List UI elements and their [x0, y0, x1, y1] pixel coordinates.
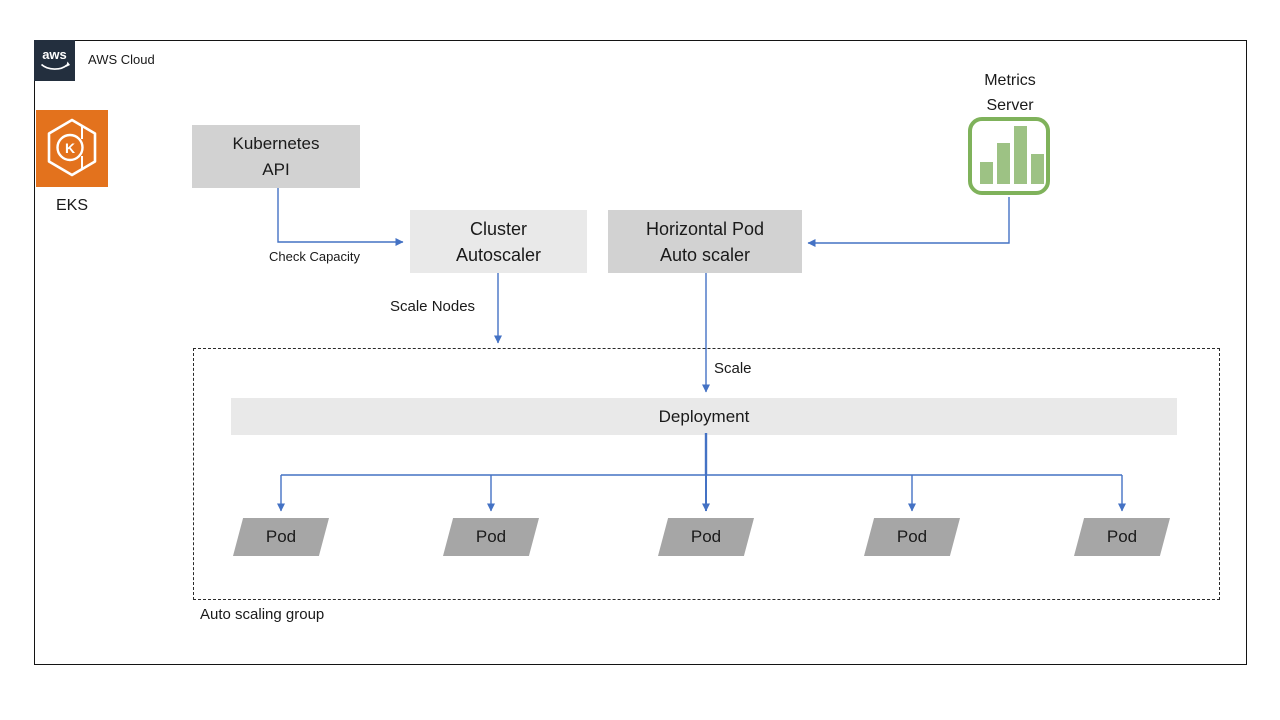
metrics-server-line2: Server — [986, 97, 1034, 114]
eks-circle — [56, 133, 84, 162]
metrics-server-line1: Metrics — [984, 72, 1036, 89]
bar-chart-bar-4 — [1031, 154, 1044, 184]
scale-label: Scale — [714, 360, 752, 377]
aws-cloud-label: AWS Cloud — [88, 52, 155, 67]
check-capacity-label: Check Capacity — [269, 249, 361, 264]
bar-chart-bar-3 — [1014, 126, 1027, 184]
deployment-bar: Deployment — [231, 398, 1177, 435]
aws-logo-text: aws — [42, 47, 67, 62]
hpa-line2: Auto scaler — [659, 244, 751, 265]
pod-1-label: Pod — [265, 527, 297, 546]
aws-cloud-frame — [34, 40, 1247, 665]
metrics-server-icon — [968, 117, 1050, 195]
kubernetes-api-line2: API — [262, 159, 290, 179]
metrics-server-label: Metrics Server — [960, 68, 1060, 118]
eks-label: EKS — [55, 197, 88, 214]
pod-4-label: Pod — [896, 527, 928, 546]
pod-3: Pod — [658, 518, 754, 556]
eks-icon-letter: K — [65, 140, 75, 156]
deployment-label: Deployment — [658, 406, 750, 426]
horizontal-pod-autoscaler-box: Horizontal Pod Auto scaler — [608, 210, 802, 273]
eks-service-icon: K — [36, 110, 108, 187]
hpa-line1: Horizontal Pod — [645, 218, 765, 239]
cluster-autoscaler-line1: Cluster — [469, 218, 527, 239]
pod-2-label: Pod — [475, 527, 507, 546]
bar-chart-bar-2 — [997, 143, 1010, 184]
cluster-autoscaler-line2: Autoscaler — [455, 244, 542, 265]
aws-logo-icon: aws — [34, 40, 75, 81]
pod-2: Pod — [443, 518, 539, 556]
cluster-autoscaler-box: Cluster Autoscaler — [410, 210, 587, 273]
scale-nodes-label: Scale Nodes — [390, 298, 476, 315]
kubernetes-api-box: Kubernetes API — [192, 125, 360, 188]
eks-hexagon-fold2 — [71, 156, 83, 176]
aws-smile-swoosh — [40, 63, 68, 70]
bar-chart-bar-1 — [980, 162, 993, 184]
pod-4: Pod — [864, 518, 960, 556]
pod-5: Pod — [1074, 518, 1170, 556]
auto-scaling-group-label: Auto scaling group — [200, 606, 325, 623]
pod-1: Pod — [233, 518, 329, 556]
eks-hexagon-fold — [71, 119, 83, 139]
auto-scaling-group-boundary — [193, 348, 1220, 600]
aws-smile-arrow-tip — [66, 61, 70, 67]
kubernetes-api-line1: Kubernetes — [232, 133, 320, 153]
pod-5-label: Pod — [1106, 527, 1138, 546]
pod-3-label: Pod — [690, 527, 722, 546]
